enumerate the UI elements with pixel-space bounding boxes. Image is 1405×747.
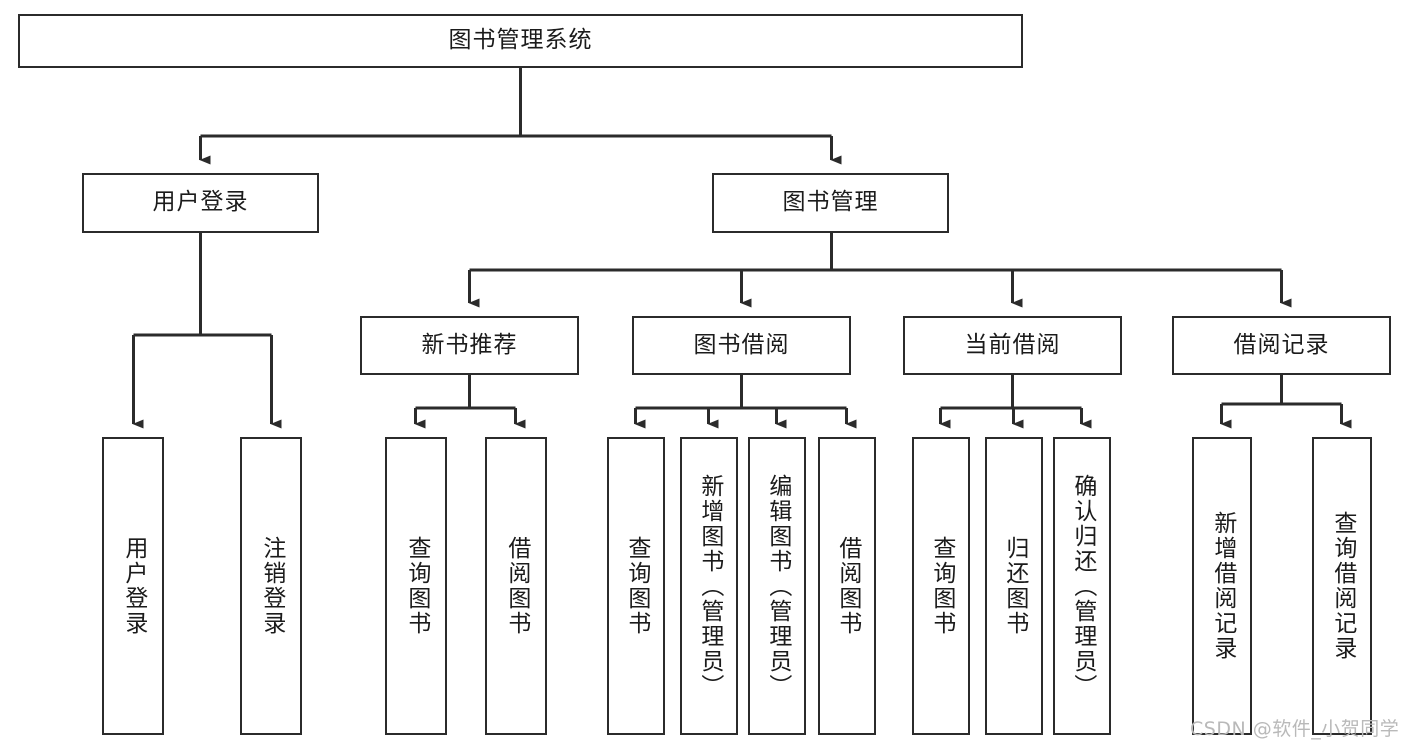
node-leaf-borrow-book[interactable]: 借阅图书	[818, 437, 876, 735]
node-leaf-borrow-book-rec[interactable]: 借阅图书	[485, 437, 547, 735]
node-leaf-add-book-label: 新增图书（管理员）	[696, 473, 723, 699]
node-leaf-add-borrow-record[interactable]: 新增借阅记录	[1192, 437, 1252, 735]
node-leaf-edit-book[interactable]: 编辑图书（管理员）	[748, 437, 806, 735]
node-root[interactable]: 图书管理系统	[18, 14, 1023, 68]
node-new-book-recommend[interactable]: 新书推荐	[360, 316, 579, 375]
node-leaf-logout-label: 注销登录	[258, 536, 285, 636]
node-leaf-query-book-current[interactable]: 查询图书	[912, 437, 970, 735]
node-leaf-logout[interactable]: 注销登录	[240, 437, 302, 735]
node-leaf-confirm-return[interactable]: 确认归还（管理员）	[1053, 437, 1111, 735]
node-book-management-label: 图书管理	[782, 189, 879, 216]
node-current-borrow[interactable]: 当前借阅	[903, 316, 1122, 375]
node-user-login[interactable]: 用户登录	[82, 173, 319, 233]
node-book-borrow-label: 图书借阅	[693, 331, 790, 358]
node-leaf-return-book[interactable]: 归还图书	[985, 437, 1043, 735]
node-leaf-add-book[interactable]: 新增图书（管理员）	[680, 437, 738, 735]
node-leaf-return-book-label: 归还图书	[1001, 536, 1028, 636]
node-leaf-add-borrow-record-label: 新增借阅记录	[1209, 511, 1236, 661]
node-root-label: 图书管理系统	[448, 27, 593, 54]
node-leaf-query-borrow-record[interactable]: 查询借阅记录	[1312, 437, 1372, 735]
node-leaf-borrow-book-label: 借阅图书	[834, 536, 861, 636]
node-user-login-label: 用户登录	[152, 189, 249, 216]
node-leaf-query-borrow-record-label: 查询借阅记录	[1329, 511, 1356, 661]
node-new-book-recommend-label: 新书推荐	[421, 331, 518, 358]
node-leaf-query-book-rec-label: 查询图书	[403, 536, 430, 636]
node-current-borrow-label: 当前借阅	[964, 331, 1061, 358]
node-leaf-confirm-return-label: 确认归还（管理员）	[1069, 473, 1096, 699]
node-leaf-query-book-rec[interactable]: 查询图书	[385, 437, 447, 735]
node-leaf-borrow-book-rec-label: 借阅图书	[503, 536, 530, 636]
node-leaf-query-book-borrow[interactable]: 查询图书	[607, 437, 665, 735]
node-leaf-query-book-current-label: 查询图书	[928, 536, 955, 636]
node-leaf-user-login-label: 用户登录	[120, 536, 147, 636]
node-leaf-edit-book-label: 编辑图书（管理员）	[764, 473, 791, 699]
node-book-borrow[interactable]: 图书借阅	[632, 316, 851, 375]
csdn-watermark: CSDN @软件_小贺同学	[1190, 718, 1400, 740]
node-book-management[interactable]: 图书管理	[712, 173, 949, 233]
node-borrow-records[interactable]: 借阅记录	[1172, 316, 1391, 375]
node-borrow-records-label: 借阅记录	[1233, 331, 1330, 358]
node-leaf-query-book-borrow-label: 查询图书	[623, 536, 650, 636]
node-leaf-user-login[interactable]: 用户登录	[102, 437, 164, 735]
